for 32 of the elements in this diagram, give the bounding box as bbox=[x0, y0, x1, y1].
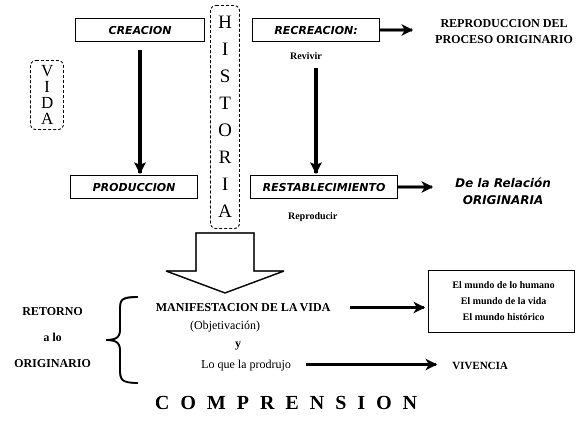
vertical-text-box bbox=[210, 5, 240, 229]
side-note: Reproducir bbox=[288, 211, 338, 222]
process-box: RESTABLECIMIENTO bbox=[250, 175, 398, 199]
label-text: y bbox=[235, 336, 241, 351]
list-box bbox=[428, 270, 575, 333]
text-line: El mundo de la vida bbox=[460, 294, 546, 308]
note-text: VIVENCIA bbox=[440, 358, 520, 374]
vertical-letters: VIDA bbox=[41, 63, 53, 127]
heading-text: MANIFESTACION DE LA VIDA bbox=[138, 299, 348, 316]
arrow bbox=[350, 302, 426, 314]
arrow bbox=[380, 24, 414, 36]
text-line: a lo bbox=[43, 329, 62, 346]
caption: COMPRENSION bbox=[154, 392, 430, 415]
process-box: CREACION bbox=[75, 18, 205, 42]
process-box: PRODUCCION bbox=[70, 175, 198, 199]
vertical-letters: HISTORIA bbox=[218, 11, 232, 224]
arrow bbox=[134, 50, 146, 174]
text-line: El mundo de lo humano bbox=[451, 278, 555, 292]
note-text: De la Relación ORIGINARIA bbox=[438, 173, 568, 211]
text-line: RETORNO bbox=[22, 303, 83, 320]
block-arrow bbox=[165, 232, 285, 294]
arrow bbox=[398, 181, 434, 193]
vertical-text-box bbox=[30, 60, 64, 130]
text-line: El mundo histórico bbox=[462, 310, 544, 324]
process-box: RECREACION: bbox=[252, 18, 380, 42]
text-line: ORIGINARIO bbox=[14, 355, 91, 372]
side-note: Revivir bbox=[290, 51, 322, 62]
label-text: (Objetivación) bbox=[190, 318, 260, 333]
arrow bbox=[310, 68, 322, 174]
body-text: Lo que la prodrujo bbox=[190, 356, 302, 373]
arrow bbox=[306, 358, 438, 370]
note-text: REPRODUCCION DEL PROCESO ORIGINARIO bbox=[425, 12, 583, 50]
